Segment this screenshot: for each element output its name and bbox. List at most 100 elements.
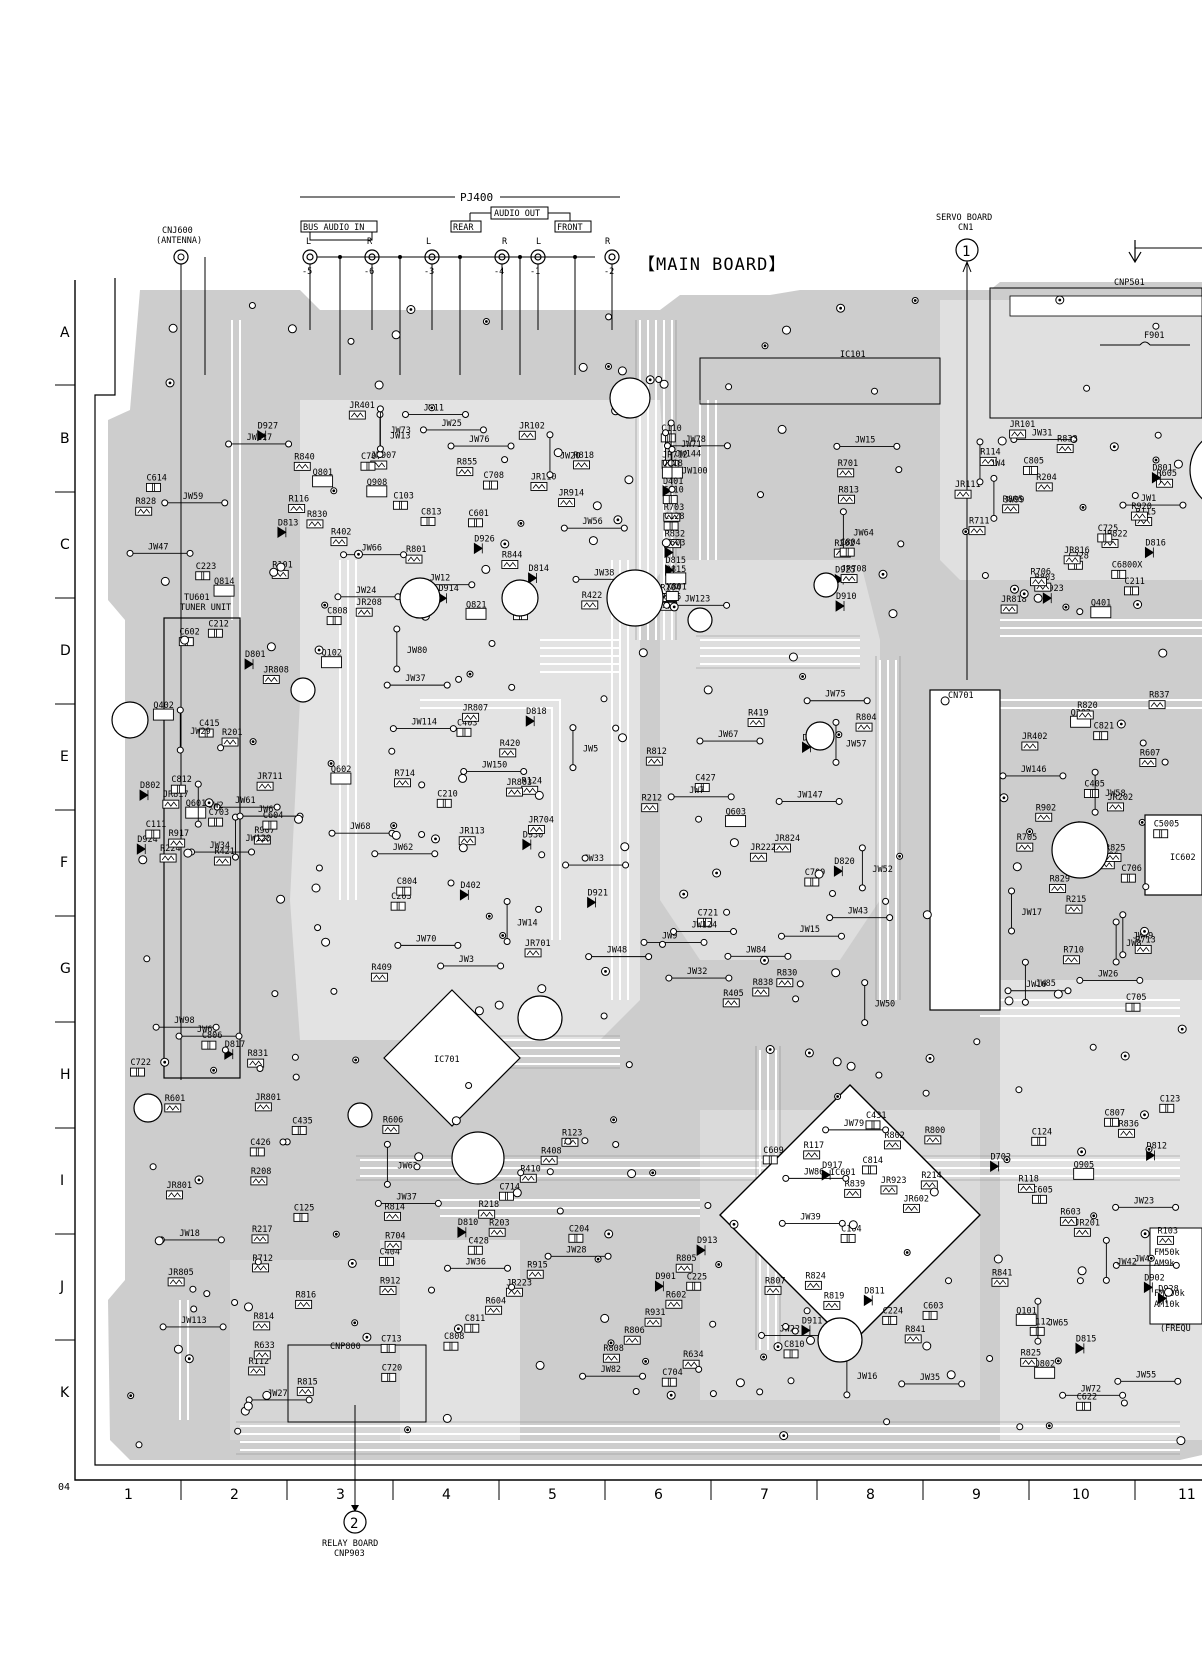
component-jw86: JW86 (782, 1167, 850, 1182)
component-ref: JW37 (405, 674, 425, 684)
via-drill (905, 1251, 909, 1254)
component-ref: R201 (222, 728, 242, 738)
component-ref: JW49 (1133, 932, 1153, 942)
component-d901: D901 (654, 1272, 676, 1292)
freq-am9k: AM9k (1154, 1259, 1174, 1269)
cn701: CN701 (929, 689, 1001, 1011)
via-drill (1058, 298, 1062, 302)
component-ref: Q814 (214, 577, 234, 587)
via-drill (1005, 1158, 1009, 1161)
component-r814: R814 (253, 1312, 274, 1331)
component-ref: JW15 (799, 925, 819, 935)
via-pad (1012, 862, 1022, 872)
component-d811: D811 (863, 1286, 885, 1307)
tuner-name: TUNER UNIT (180, 603, 231, 613)
component-ref: C605 (1032, 1185, 1052, 1195)
component-r606: R606 (382, 1115, 403, 1134)
component-ref: JR824 (774, 834, 800, 844)
component-ref: JW29 (190, 727, 210, 737)
via-drill (604, 970, 607, 973)
electrolytic-capacitor (813, 572, 839, 598)
component-ref: R814 (385, 1202, 405, 1212)
component-c211: C211 (1124, 577, 1145, 596)
component-c609: C609 (762, 1146, 784, 1165)
via-drill (503, 542, 507, 546)
via-pad (154, 1236, 164, 1246)
component-c811: C811 (464, 1314, 485, 1333)
electrolytic-capacitor (606, 569, 664, 627)
via-drill (1112, 445, 1116, 449)
col-label: 5 (548, 1487, 557, 1503)
component-r830: R830 (306, 510, 327, 529)
component-ref: JR208 (356, 598, 382, 608)
via-pad (391, 330, 401, 340)
cn701-label: CN701 (948, 691, 974, 701)
component-r813: R813 (838, 485, 859, 504)
f901-label: F901 (1144, 331, 1164, 341)
via-drill (1022, 592, 1026, 596)
component-ref: C112 (1030, 1317, 1050, 1327)
via-pad (534, 790, 544, 800)
col-label: 9 (972, 1487, 981, 1503)
component-jw113: JW113 (159, 1316, 227, 1331)
via-pad (442, 1413, 452, 1423)
component-ref: C435 (292, 1116, 312, 1126)
via-pad (777, 424, 787, 434)
via-pad (474, 1006, 484, 1016)
electrolytic-capacitor (451, 1131, 505, 1185)
via-pad (1053, 989, 1063, 999)
component-ref: JW144 (676, 450, 702, 460)
component-ref: JW39 (800, 1212, 820, 1222)
via-drill (501, 934, 505, 937)
component-ref: C415 (199, 719, 219, 729)
via-pad (803, 1307, 811, 1315)
component-jr202: JR202 (1107, 793, 1133, 812)
component-d802: D802 (139, 781, 160, 801)
component-c415: C415 (198, 719, 220, 738)
via-drill (837, 733, 841, 736)
component-ref: D927 (258, 422, 278, 432)
component-ref: R714 (394, 769, 414, 779)
component-ref: JW57 (846, 739, 866, 749)
via-drill (334, 1232, 338, 1236)
component-ref: JR923 (881, 1176, 907, 1186)
component-ref: R839 (845, 1179, 865, 1189)
via-drill (1028, 830, 1031, 833)
component-jr808: JR808 (262, 665, 289, 684)
via-pad (709, 1390, 717, 1398)
col-label: 6 (654, 1487, 663, 1503)
component-ref: JR113 (459, 827, 485, 837)
via-pad (922, 1089, 930, 1097)
component-ref: JW34 (210, 841, 230, 851)
component-r820: R820 (1076, 701, 1098, 720)
rear-label: REAR (453, 223, 474, 233)
via-drill (964, 530, 968, 533)
via-drill (672, 605, 676, 609)
component-ref: R825 (1021, 1348, 1041, 1358)
component-ref: C404 (379, 1247, 399, 1257)
via-pad (1083, 384, 1091, 392)
component-ref: JW22 (780, 1324, 800, 1334)
via-drill (323, 603, 327, 607)
pad-layer (111, 295, 1202, 1449)
component-ref: R836 (1119, 1119, 1139, 1129)
component-jw98: JW98 (152, 1016, 220, 1031)
via-pad (262, 1390, 272, 1400)
via-pad (581, 1137, 589, 1145)
component-r804: R804 (855, 713, 877, 732)
via-drill (1092, 1214, 1096, 1218)
component-c813: C813 (420, 507, 441, 526)
pin-mark: -6 (364, 267, 374, 277)
component-c808: C808 (443, 1332, 464, 1351)
component-d820: D820 (833, 857, 855, 877)
component-r915: R915 (526, 1260, 548, 1279)
component-ref: D801 (245, 650, 265, 660)
via-drill (487, 914, 491, 918)
row-label: G (60, 961, 71, 977)
component-ref: JW113 (181, 1316, 207, 1326)
component-ref: JW84 (746, 945, 766, 955)
via-pad (538, 851, 546, 859)
component-ref: JW80 (407, 646, 427, 656)
component-ref: R917 (169, 829, 189, 839)
via-drill (1080, 1150, 1083, 1154)
